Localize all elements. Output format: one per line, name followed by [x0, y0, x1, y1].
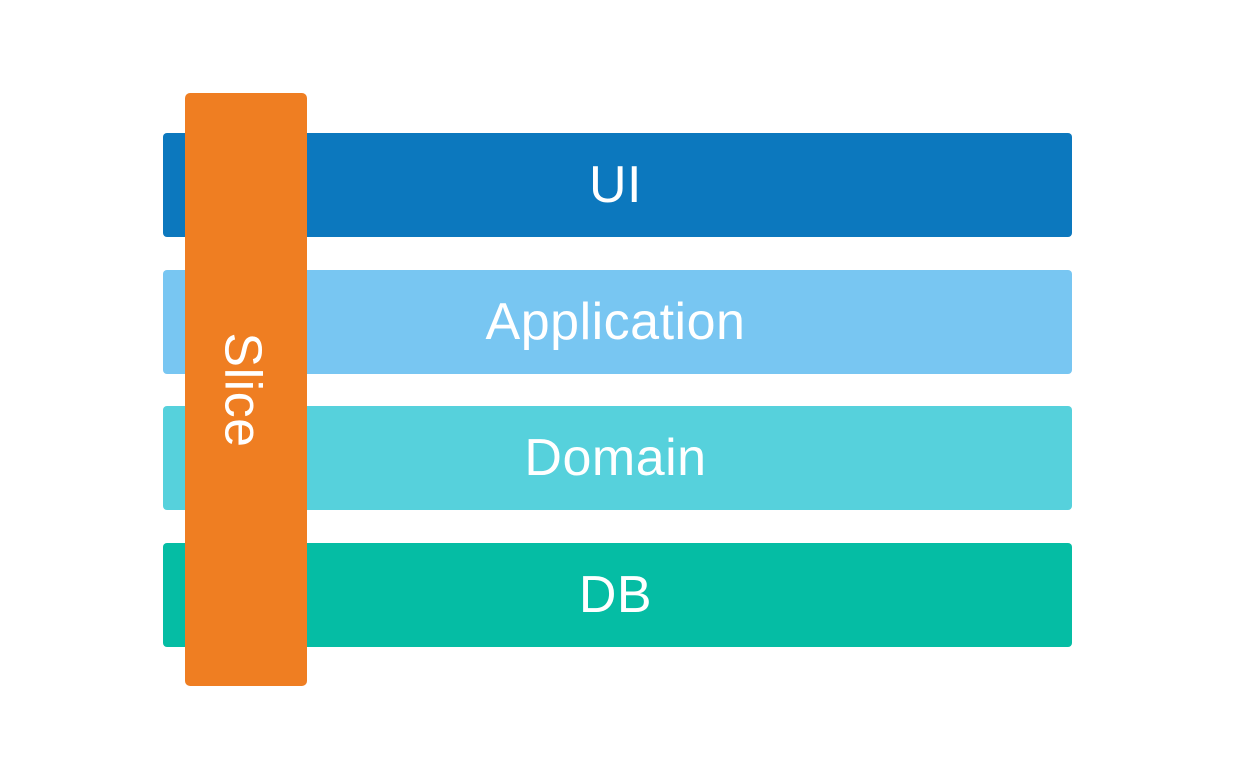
layer-label-ui: UI [589, 156, 642, 214]
layer-bar-ui: UI [163, 133, 1072, 237]
vertical-slice-bar: Slice [185, 93, 307, 686]
layer-bar-db: DB [163, 543, 1072, 647]
vertical-slice-label: Slice [214, 331, 272, 448]
layer-bar-domain: Domain [163, 406, 1072, 510]
layer-label-db: DB [578, 566, 653, 624]
layer-label-domain: Domain [524, 429, 707, 487]
layer-label-application: Application [485, 293, 746, 351]
layer-bar-application: Application [163, 270, 1072, 374]
